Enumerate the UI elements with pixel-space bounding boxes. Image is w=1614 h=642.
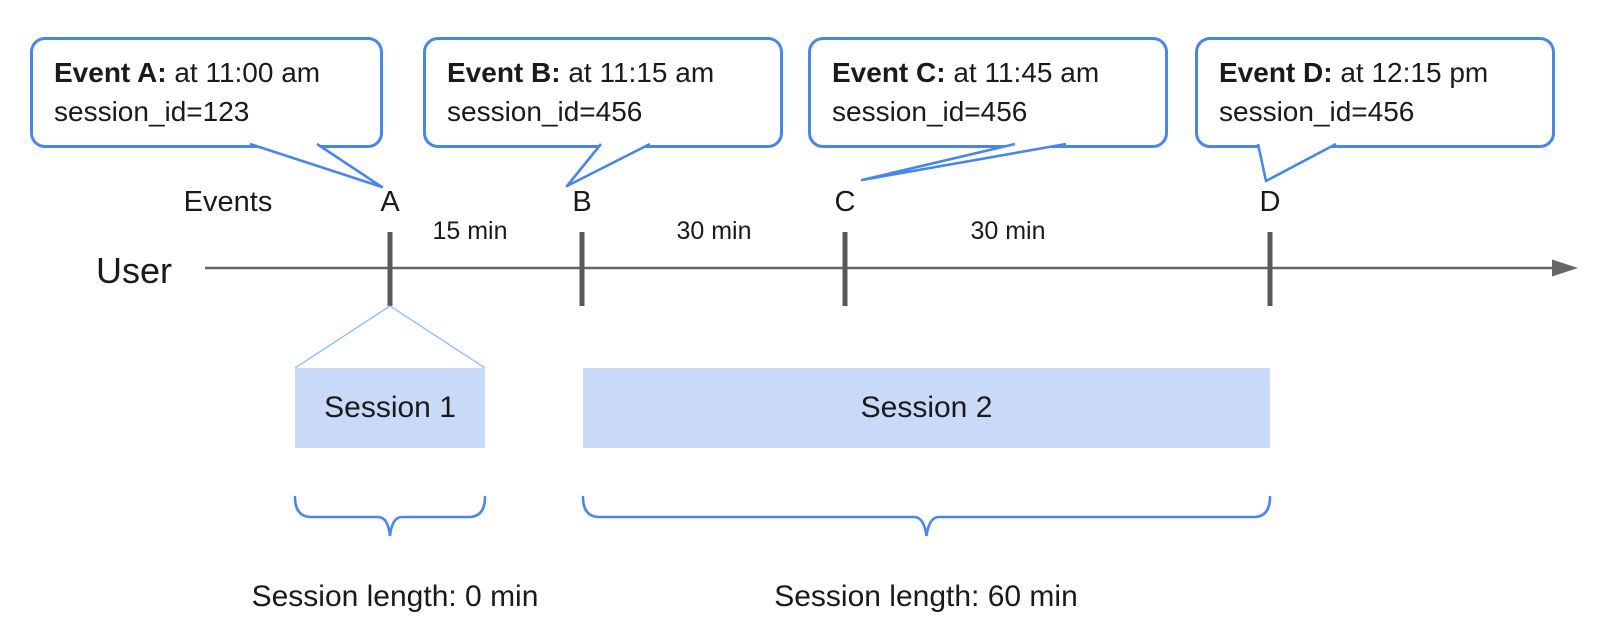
- event-marker-c: C: [834, 186, 856, 218]
- event-callout-a: Event A: at 11:00 am session_id=123: [30, 37, 383, 148]
- timeline-arrowhead-icon: [1552, 259, 1578, 277]
- event-a-session-id: session_id=123: [54, 96, 250, 127]
- events-axis-label: Events: [183, 186, 273, 218]
- brace-session-1: [293, 495, 487, 537]
- event-callout-a-line1: Event A: at 11:00 am: [54, 53, 362, 92]
- event-callout-c: Event C: at 11:45 am session_id=456: [808, 37, 1168, 148]
- event-a-time: at 11:00 am: [166, 57, 321, 88]
- timeline-arrow: [205, 259, 1578, 277]
- event-marker-a: A: [380, 186, 400, 218]
- funnel-line-left: [294, 305, 391, 369]
- session-2-box: Session 2: [583, 368, 1270, 448]
- event-b-time: at 11:15 am: [560, 57, 715, 88]
- event-a-title: Event A:: [54, 57, 167, 88]
- event-b-session-id: session_id=456: [447, 96, 643, 127]
- session-2-length-label: Session length: 60 min: [774, 580, 1078, 613]
- interval-label-b-c: 30 min: [676, 217, 752, 245]
- event-callout-c-line1: Event C: at 11:45 am: [832, 53, 1147, 92]
- funnel-line-right: [389, 305, 486, 369]
- event-marker-d: D: [1259, 186, 1281, 218]
- event-d-time: at 12:15 pm: [1332, 57, 1489, 88]
- callout-tail-d: [1256, 142, 1337, 183]
- session-1-label: Session 1: [324, 391, 456, 424]
- session-1-box: Session 1: [295, 368, 485, 448]
- event-d-title: Event D:: [1219, 57, 1333, 88]
- event-callout-b: Event B: at 11:15 am session_id=456: [423, 37, 783, 148]
- event-tick-marks: [387, 232, 1273, 306]
- brace-session-2: [581, 495, 1272, 537]
- event-b-title: Event B:: [447, 57, 561, 88]
- interval-label-c-d: 30 min: [970, 217, 1046, 245]
- event-c-time: at 11:45 am: [945, 57, 1100, 88]
- event-callout-d-line1: Event D: at 12:15 pm: [1219, 53, 1534, 92]
- callout-tail-c: [860, 142, 1067, 182]
- session-1-length-label: Session length: 0 min: [251, 580, 539, 613]
- callout-tail-b: [565, 142, 651, 188]
- event-marker-b: B: [572, 186, 592, 218]
- callout-tail-a: [249, 142, 384, 189]
- event-callout-b-line1: Event B: at 11:15 am: [447, 53, 762, 92]
- interval-label-a-b: 15 min: [432, 217, 508, 245]
- session-1-funnel-lines: [294, 305, 486, 369]
- session-2-label: Session 2: [860, 391, 993, 424]
- event-c-title: Event C:: [832, 57, 946, 88]
- event-callout-d: Event D: at 12:15 pm session_id=456: [1195, 37, 1555, 148]
- user-label: User: [96, 250, 173, 291]
- event-c-session-id: session_id=456: [832, 96, 1028, 127]
- event-d-session-id: session_id=456: [1219, 96, 1415, 127]
